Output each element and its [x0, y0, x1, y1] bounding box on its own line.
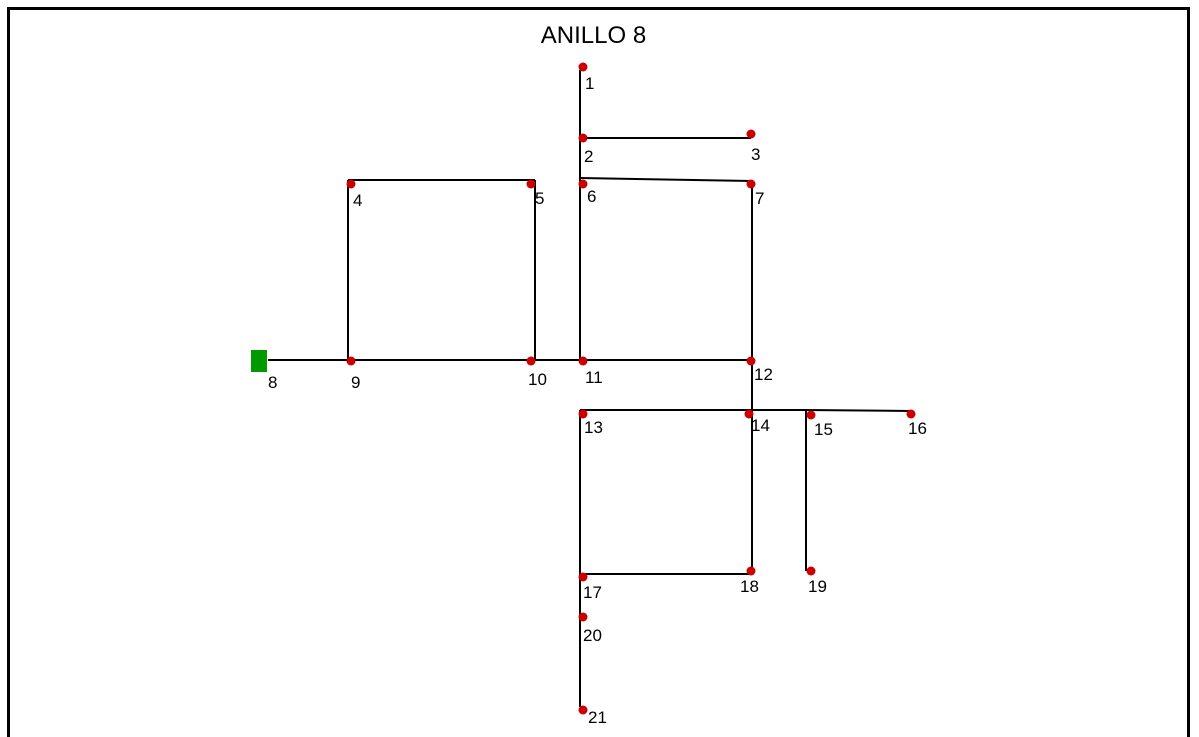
node-21: [578, 705, 588, 715]
node-5: [526, 179, 536, 189]
diagram-frame: [7, 7, 1190, 737]
nodes-layer: [251, 62, 916, 715]
node-label-3: 3: [751, 145, 760, 164]
node-label-13: 13: [584, 418, 603, 437]
node-label-19: 19: [808, 577, 827, 596]
node-label-4: 4: [353, 191, 362, 210]
source-reservoir-icon: [251, 350, 267, 372]
node-19: [806, 566, 816, 576]
node-1: [578, 62, 588, 72]
node-17: [578, 572, 588, 582]
pipe-6-7: [579, 177, 753, 182]
node-label-1: 1: [585, 74, 594, 93]
node-label-14: 14: [751, 416, 770, 435]
node-13: [578, 409, 588, 419]
node-2: [578, 133, 588, 143]
node-label-21: 21: [588, 708, 607, 727]
node-10: [526, 356, 536, 366]
node-16: [906, 409, 916, 419]
node-label-15: 15: [814, 420, 833, 439]
node-label-7: 7: [755, 189, 764, 208]
node-label-16: 16: [908, 419, 927, 438]
node-12: [746, 356, 756, 366]
node-label-5: 5: [535, 189, 544, 208]
node-18: [746, 566, 756, 576]
node-label-8: 8: [268, 373, 277, 392]
node-label-9: 9: [351, 373, 360, 392]
node-3: [746, 129, 756, 139]
node-label-20: 20: [583, 626, 602, 645]
node-20: [578, 612, 588, 622]
pipes-layer: [268, 70, 912, 707]
node-label-12: 12: [754, 365, 773, 384]
node-label-18: 18: [740, 577, 759, 596]
node-label-6: 6: [587, 187, 596, 206]
node-11: [578, 356, 588, 366]
node-7: [746, 179, 756, 189]
pipe-15-16: [805, 409, 912, 412]
node-15: [806, 410, 816, 420]
node-4: [346, 179, 356, 189]
node-label-17: 17: [583, 583, 602, 602]
node-9: [346, 356, 356, 366]
node-14: [744, 409, 754, 419]
node-label-2: 2: [584, 147, 593, 166]
node-6: [578, 179, 588, 189]
node-label-11: 11: [585, 368, 603, 387]
diagram-title: ANILLO 8: [540, 22, 647, 49]
node-label-10: 10: [528, 370, 547, 389]
